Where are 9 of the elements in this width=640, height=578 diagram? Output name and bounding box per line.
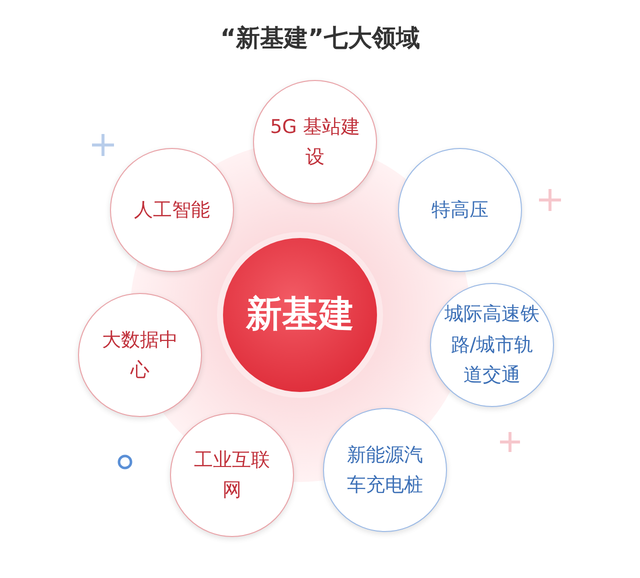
circle-label: 新基建 bbox=[246, 293, 354, 338]
circle-label: 人工智能 bbox=[133, 198, 211, 223]
title: “新基建”七大领域 bbox=[219, 23, 421, 54]
circle-label: 大数据中心 bbox=[101, 328, 179, 383]
circle-label: 特高压 bbox=[430, 198, 490, 223]
circle-label: 新能源汽车充电桩 bbox=[346, 442, 424, 498]
circle-label: 5G 基站建设 bbox=[270, 114, 360, 170]
circle-label: 工业互联网 bbox=[193, 448, 271, 503]
circle-label: 城际高速铁路/城市轨道交通 bbox=[444, 302, 540, 388]
